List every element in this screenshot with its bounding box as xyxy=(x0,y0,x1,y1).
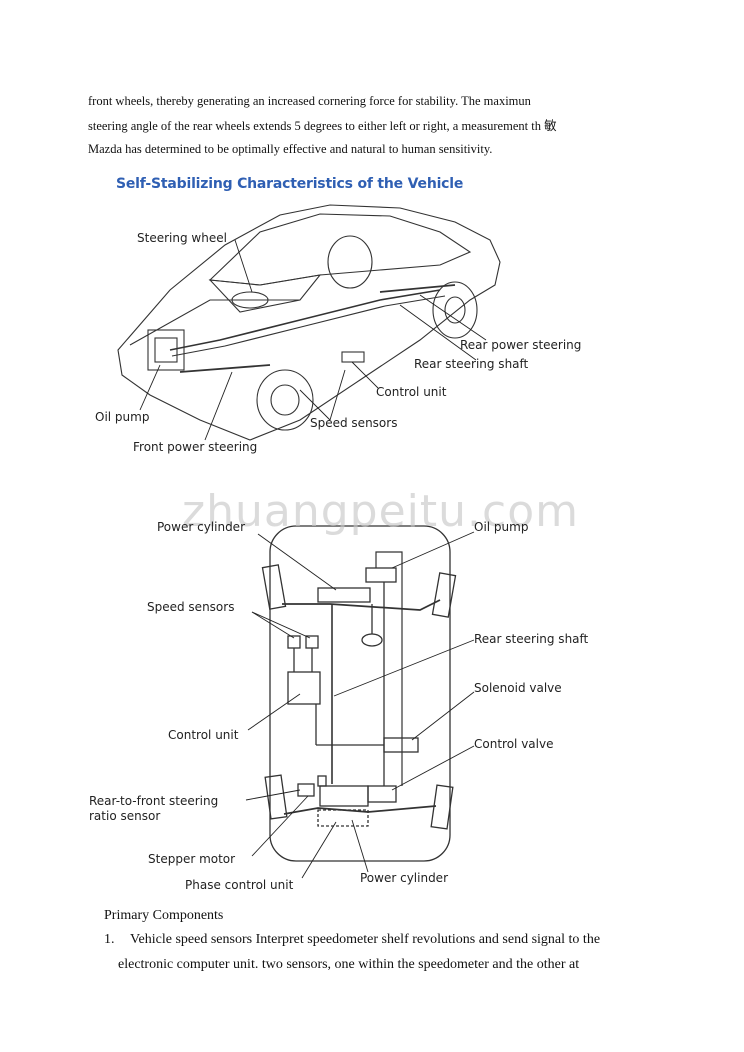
label-oil-pump-2: Oil pump xyxy=(474,520,529,534)
list-item-1-number: 1. xyxy=(104,932,115,947)
label-rear-steering-shaft: Rear steering shaft xyxy=(414,357,529,371)
intro-line-2: steering angle of the rear wheels extend… xyxy=(88,119,557,133)
label-rear-steering-shaft-2: Rear steering shaft xyxy=(474,632,589,646)
label-phase-control-unit: Phase control unit xyxy=(185,878,294,892)
label-stepper-motor: Stepper motor xyxy=(148,852,236,866)
label-ratio-sensor-line-1: Rear-to-front steering xyxy=(89,794,219,808)
intro-line-1: front wheels, thereby generating an incr… xyxy=(88,94,531,108)
watermark: zhuangpeitu.com xyxy=(182,486,579,537)
label-power-cylinder-top: Power cylinder xyxy=(157,520,246,534)
label-control-unit-2: Control unit xyxy=(168,728,239,742)
section-heading: Primary Components xyxy=(104,908,224,923)
label-front-power-steering: Front power steering xyxy=(133,440,258,454)
label-rear-power-steering: Rear power steering xyxy=(460,338,582,352)
list-item-1-line-1: Vehicle speed sensors Interpret speedome… xyxy=(130,932,601,947)
list-item-1-line-2: electronic computer unit. two sensors, o… xyxy=(118,957,580,972)
label-solenoid-valve: Solenoid valve xyxy=(474,681,562,695)
label-ratio-sensor-line-2: ratio sensor xyxy=(89,809,161,823)
label-power-cylinder-bottom: Power cylinder xyxy=(360,871,449,885)
label-control-valve: Control valve xyxy=(474,737,554,751)
label-control-unit: Control unit xyxy=(376,385,447,399)
label-speed-sensors: Speed sensors xyxy=(310,416,398,430)
label-oil-pump: Oil pump xyxy=(95,410,150,424)
intro-line-3: Mazda has determined to be optimally eff… xyxy=(88,142,493,156)
label-steering-wheel: Steering wheel xyxy=(137,231,227,245)
figure1-title: Self-Stabilizing Characteristics of the … xyxy=(116,176,464,192)
label-speed-sensors-2: Speed sensors xyxy=(147,600,235,614)
